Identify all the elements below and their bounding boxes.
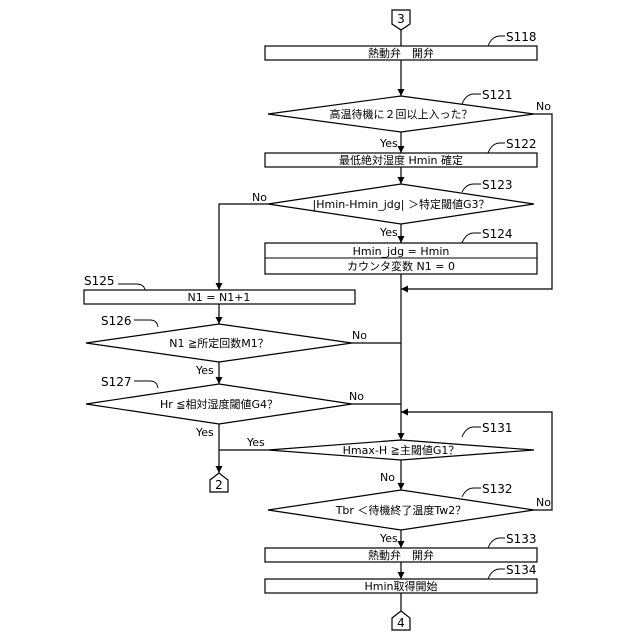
step-s121-yes-label: Yes bbox=[379, 137, 398, 150]
connector-3-label: 3 bbox=[397, 12, 405, 26]
step-s123-no-label: No bbox=[252, 191, 267, 204]
step-s132-text: Tbr ＜待機終了温度Tw2？ bbox=[335, 503, 467, 517]
step-s125-text: N1 = N1+1 bbox=[188, 291, 251, 304]
step-s127: Hr ≦相対湿度閾値G4？ S127 No Yes bbox=[86, 375, 364, 439]
step-s122-text: 最低絶対湿度 Hmin 確定 bbox=[339, 153, 463, 167]
step-s126-no-label: No bbox=[352, 329, 367, 342]
step-s133-id: S133 bbox=[506, 532, 537, 546]
step-s127-text: Hr ≦相対湿度閾値G4？ bbox=[160, 397, 278, 411]
step-s127-yes-label: Yes bbox=[195, 426, 214, 439]
step-s126-text: N1 ≧所定回数M1？ bbox=[169, 336, 268, 350]
step-s124-line2: カウンタ変数 N1 = 0 bbox=[347, 259, 455, 273]
step-s123-text: |Hmin-Hmin_jdg| ＞特定閾値G3？ bbox=[313, 197, 490, 211]
step-s132-yes-label: Yes bbox=[379, 532, 398, 545]
step-s133-text: 熱動弁 開弁 bbox=[368, 548, 434, 562]
step-s131-id: S131 bbox=[482, 421, 513, 435]
connector-3: 3 bbox=[392, 10, 410, 30]
step-s125-id: S125 bbox=[84, 274, 115, 288]
step-s126-yes-label: Yes bbox=[195, 364, 214, 377]
step-s123-id: S123 bbox=[482, 178, 513, 192]
step-s134-text: Hmin取得開始 bbox=[364, 579, 437, 593]
connector-4: 4 bbox=[392, 611, 410, 630]
step-s131: Hmax-H ≧主閾値G1？ S131 Yes No bbox=[246, 421, 534, 484]
step-s121-text: 高温待機に２回以上入った？ bbox=[330, 107, 473, 121]
step-s131-text: Hmax-H ≧主閾値G1？ bbox=[343, 444, 460, 457]
step-s118-text: 熱動弁 開弁 bbox=[368, 46, 434, 60]
step-s131-no-label: No bbox=[380, 471, 395, 484]
step-s127-no-label: No bbox=[349, 390, 364, 403]
step-s126-id: S126 bbox=[101, 314, 132, 328]
step-s121-no-label: No bbox=[536, 100, 551, 113]
step-s123-yes-label: Yes bbox=[379, 226, 398, 239]
step-s132-no-label: No bbox=[536, 496, 551, 509]
step-s134-id: S134 bbox=[506, 563, 537, 577]
step-s132-id: S132 bbox=[482, 482, 513, 496]
connector-4-label: 4 bbox=[397, 616, 405, 630]
step-s131-yes-label: Yes bbox=[246, 436, 265, 449]
connector-2-label: 2 bbox=[215, 478, 223, 492]
step-s118-id: S118 bbox=[506, 30, 537, 44]
step-s127-id: S127 bbox=[101, 375, 132, 389]
connector-2: 2 bbox=[210, 473, 228, 492]
step-s122-id: S122 bbox=[506, 137, 537, 151]
step-s124-line1: Hmin_jdg = Hmin bbox=[353, 245, 450, 258]
step-s126: N1 ≧所定回数M1？ S126 No Yes bbox=[86, 314, 367, 377]
step-s121-id: S121 bbox=[482, 88, 513, 102]
step-s124-id: S124 bbox=[482, 227, 513, 241]
